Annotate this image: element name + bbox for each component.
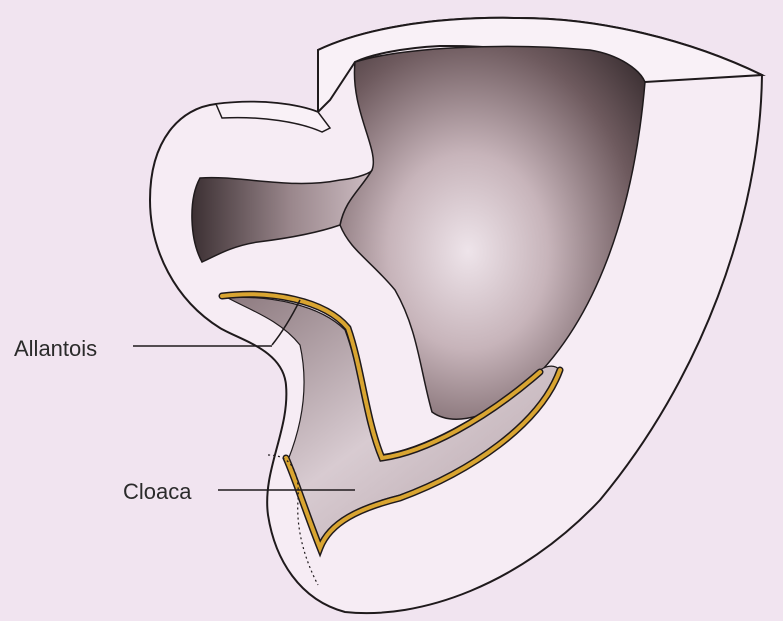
cloaca-label: Cloaca xyxy=(123,479,191,505)
allantois-label: Allantois xyxy=(14,336,97,362)
